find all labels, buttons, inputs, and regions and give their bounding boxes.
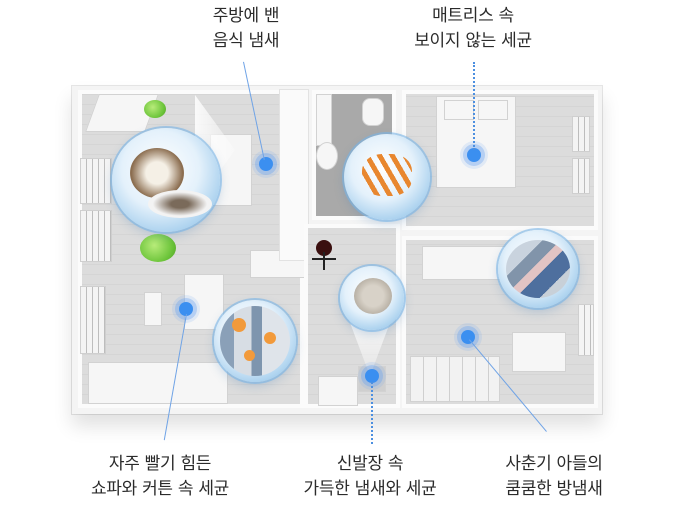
leader-shoes: [371, 382, 373, 444]
label-kitchen-line2: 음식 냄새: [212, 31, 280, 51]
bacteria-bubble: [344, 134, 430, 220]
curtain-icon: [220, 306, 290, 376]
label-teen-room-line2: 쿰쿰한 방냄새: [505, 479, 603, 499]
label-sofa: 자주 빨기 힘든 쇼파와 커튼 속 세균: [60, 452, 260, 502]
window-right-3: [578, 304, 594, 356]
window-left-1: [80, 158, 112, 204]
label-shoes-line1: 신발장 속: [336, 454, 404, 474]
label-teen-room: 사춘기 아들의 쿰쿰한 방냄새: [484, 452, 624, 502]
marker-shoes[interactable]: [365, 369, 379, 383]
label-mattress-line2: 보이지 않는 세균: [414, 31, 532, 51]
germ-icon-3: [244, 350, 255, 361]
label-shoes: 신발장 속 가득한 냄새와 세균: [272, 452, 468, 502]
wall-kitchen-divider: [280, 90, 308, 260]
marker-sofa[interactable]: [179, 302, 193, 316]
bacteria-icon: [362, 154, 412, 196]
leader-mattress: [473, 62, 475, 150]
label-mattress-line1: 매트리스 속: [432, 6, 514, 26]
plant-bottom: [140, 234, 176, 262]
side-table: [144, 292, 162, 326]
stew-pot-icon: [130, 148, 184, 198]
grilled-fish-icon: [148, 190, 212, 218]
germ-icon-1: [232, 318, 246, 332]
label-kitchen: 주방에 밴 음식 냄새: [186, 4, 306, 54]
label-kitchen-line1: 주방에 밴: [212, 6, 280, 26]
marker-mattress[interactable]: [467, 148, 481, 162]
shoe-bubble: [340, 266, 404, 330]
curtain-bubble: [214, 300, 296, 382]
person-marker-icon: [316, 240, 332, 256]
label-sofa-line2: 쇼파와 커튼 속 세균: [90, 479, 230, 499]
clutter-bubble: [498, 230, 578, 308]
marker-teen-room[interactable]: [461, 330, 475, 344]
messy-room-icon: [506, 240, 570, 298]
toilet: [362, 98, 384, 126]
pillow-right: [478, 100, 508, 120]
desk: [512, 332, 566, 372]
window-left-3: [80, 286, 106, 354]
label-mattress: 매트리스 속 보이지 않는 세균: [388, 4, 558, 54]
sink: [316, 142, 338, 170]
label-shoes-line2: 가득한 냄새와 세균: [303, 479, 437, 499]
crosshair-stem-icon: [323, 252, 325, 270]
shelf-grid: [410, 356, 500, 402]
window-left-2: [80, 210, 112, 262]
label-teen-room-line1: 사춘기 아들의: [505, 454, 603, 474]
label-sofa-line1: 자주 빨기 힘든: [108, 454, 212, 474]
plant-top: [144, 100, 166, 118]
window-right-2: [572, 158, 590, 194]
germ-icon-2: [264, 332, 276, 344]
doormat: [318, 376, 358, 406]
marker-kitchen[interactable]: [259, 157, 273, 171]
bunk-bed: [422, 246, 512, 280]
armchair: [184, 274, 224, 330]
bathtub: [316, 94, 332, 146]
food-bubble: [112, 128, 220, 232]
pillow-left: [444, 100, 474, 120]
sofa: [88, 362, 228, 404]
window-right-1: [572, 116, 590, 152]
sneaker-icon: [354, 278, 392, 314]
